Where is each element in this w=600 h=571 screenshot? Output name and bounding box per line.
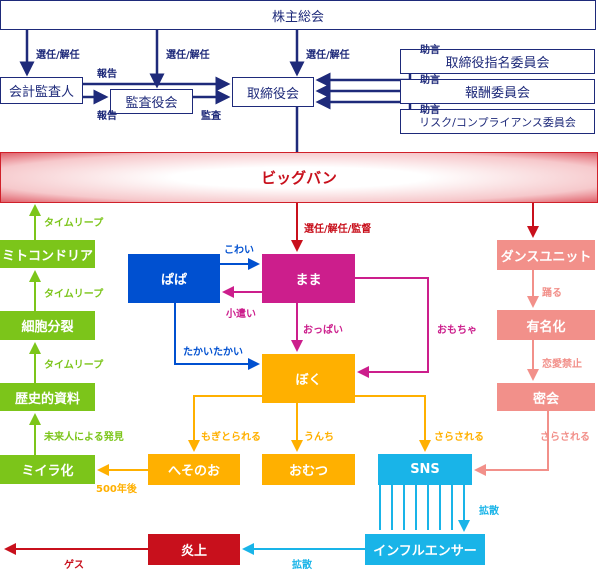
board-of-directors-box: 取締役会 <box>232 77 314 107</box>
label-omocha: おもちゃ <box>437 325 477 336</box>
label-appoint-2: 選任/解任 <box>166 50 210 61</box>
big-bang-banner: ビッグバン <box>0 152 598 203</box>
label-advice-3: 助言 <box>420 105 440 116</box>
label-audit: 監査 <box>201 111 221 122</box>
label-appoint-3: 選任/解任 <box>306 50 350 61</box>
label-unchi: うんち <box>304 432 334 443</box>
label-kowai: こわい <box>224 245 254 256</box>
historical-material-box: 歴史的資料 <box>0 383 95 411</box>
enjo-box: 炎上 <box>148 534 240 565</box>
label-kozukai: 小遣い <box>226 309 256 320</box>
nomination-committee-box: 取締役指名委員会 <box>400 49 595 74</box>
label-report-1: 報告 <box>97 69 117 80</box>
label-future-discovery: 未来人による発見 <box>44 432 124 443</box>
label-kakusan-2: 拡散 <box>292 560 312 571</box>
risk-compliance-committee-box: リスク/コンプライアンス委員会 <box>400 109 595 134</box>
label-timeleap-1: タイムリープ <box>44 218 104 229</box>
hesonoo-box: へそのお <box>148 454 240 485</box>
label-oppai: おっぱい <box>303 325 343 336</box>
sns-box: SNS <box>378 454 472 485</box>
accounting-auditor-box: 会計監査人 <box>0 77 83 104</box>
label-kakusan-1: 拡散 <box>479 506 499 517</box>
label-love-ban: 恋愛禁止 <box>542 359 582 370</box>
famous-box: 有名化 <box>497 310 595 340</box>
compensation-committee-box: 報酬委員会 <box>400 79 595 104</box>
audit-board-box: 監査役会 <box>110 89 193 114</box>
label-500-years: 500年後 <box>96 484 137 495</box>
cell-division-box: 細胞分裂 <box>0 311 95 340</box>
omutsu-box: おむつ <box>262 454 355 485</box>
label-report-2: 報告 <box>97 111 117 122</box>
mitochondria-box: ミトコンドリア <box>0 240 95 268</box>
boku-box: ぼく <box>262 354 355 403</box>
label-advice-2: 助言 <box>420 75 440 86</box>
influencer-box: インフルエンサー <box>365 534 485 565</box>
dance-unit-box: ダンスユニット <box>497 240 595 270</box>
shareholders-meeting-box: 株主総会 <box>0 0 596 30</box>
label-sarasareru-right: さらされる <box>540 432 590 443</box>
label-takai: たかいたかい <box>183 347 243 358</box>
label-mogi: もぎとられる <box>201 432 261 443</box>
papa-box: ぱぱ <box>128 254 220 303</box>
label-timeleap-2: タイムリープ <box>44 289 104 300</box>
label-odoru: 踊る <box>542 288 562 299</box>
label-advice-1: 助言 <box>420 45 440 56</box>
label-gesu: ゲス <box>64 560 84 571</box>
label-timeleap-3: タイムリープ <box>44 360 104 371</box>
label-appoint-supervise: 選任/解任/監督 <box>304 224 372 235</box>
label-appoint-1: 選任/解任 <box>36 50 80 61</box>
mama-box: まま <box>262 254 355 303</box>
label-sarasareru: さらされる <box>434 432 484 443</box>
mummification-box: ミイラ化 <box>0 455 95 484</box>
secret-meeting-box: 密会 <box>497 383 595 411</box>
